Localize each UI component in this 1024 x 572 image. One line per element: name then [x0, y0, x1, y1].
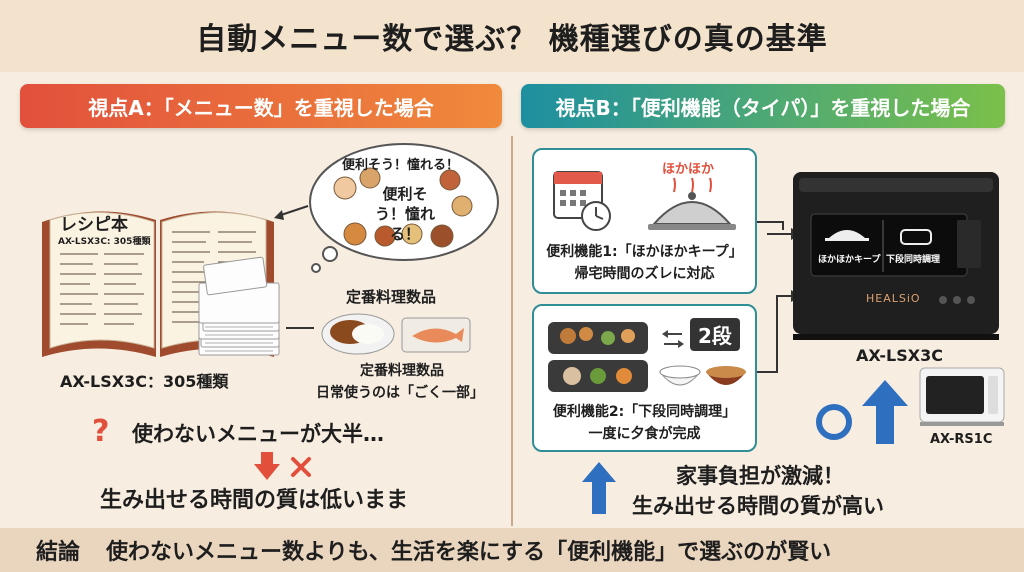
- question-icon: ?: [92, 414, 110, 449]
- oven-model: AX-LSX3C: [856, 346, 943, 365]
- down-arrow-icon: [254, 452, 280, 480]
- model-caption-left: AX-LSX3C：305種類: [60, 372, 229, 391]
- up-arrow-icon-small: [582, 462, 616, 514]
- feature-card-2: 2段 便利機能2:「下段同時調理」 一度に夕食が完成: [532, 304, 757, 452]
- feature1-caption-line1: 便利機能1:「ほかほかキープ」: [546, 244, 743, 260]
- feature1-badge: ほかほか: [662, 162, 715, 177]
- result-line1: 家事負担が激減！: [676, 464, 844, 488]
- viewpoint-a-header: 視点A：「メニュー数」を重視した場合: [20, 84, 502, 128]
- conclusion-label: 結論: [36, 540, 81, 565]
- conclusion-a: 生み出せる時間の質は低いまま: [100, 488, 409, 513]
- calendar-clock-icon: [553, 171, 611, 231]
- oven-illustration: [793, 172, 999, 340]
- feature2-caption-line1: 便利機能2:「下段同時調理」: [552, 404, 737, 420]
- oven-screen-right: 下段同時調理: [886, 255, 941, 265]
- feature2-badge: 2段: [690, 318, 740, 351]
- panel-divider: [511, 136, 513, 526]
- curry-plate-illustration: [321, 313, 395, 355]
- dash-line: [286, 327, 314, 329]
- feature2-caption-line2: 一度に夕食が完成: [588, 426, 701, 442]
- bubble-pointer-arrow: [274, 205, 309, 220]
- paper-stack-illustration: [198, 256, 280, 356]
- thought-text-outer: 便利そう！憧れる！: [342, 158, 460, 173]
- thought-bubble: [309, 143, 499, 273]
- question-text: 使わないメニューが大半…: [132, 422, 384, 446]
- result-line2: 生み出せる時間の質が高い: [632, 494, 884, 518]
- circle-icon: [816, 404, 852, 440]
- up-arrow-icon-large: [862, 380, 908, 444]
- title-bar: 自動メニュー数で選ぶ？ 機種選びの真の基準: [0, 0, 1024, 72]
- conclusion-bar: 結論 使わないメニュー数よりも、生活を楽にする「便利機能」で選ぶのが賢い: [0, 528, 1024, 572]
- standard-label-top: 定番料理数品: [346, 288, 437, 306]
- oven-screen-left: ほかほかキープ: [818, 255, 881, 265]
- cloche-icon: [648, 177, 736, 230]
- thought-text-inner: 便利そう！憧れる！: [374, 185, 435, 243]
- feature-card-1: ほかほか 便利機能1:「ほかほかキープ」 帰宅時間のズレに対応: [532, 148, 757, 294]
- book-subtitle: AX-LSX3C: 305種類: [58, 237, 151, 247]
- standard-note: 日常使うのは「ごく一部」: [316, 385, 484, 401]
- small-oven-illustration: [919, 367, 1005, 426]
- viewpoint-b-header: 視点B：「便利機能（タイパ）」を重視した場合: [521, 84, 1005, 128]
- feature1-caption-line2: 帰宅時間のズレに対応: [574, 266, 715, 282]
- page-title: 自動メニュー数で選ぶ？ 機種選びの真の基準: [196, 22, 828, 57]
- cross-icon: [291, 457, 311, 477]
- book-title: レシピ本: [60, 215, 128, 235]
- conclusion-text: 使わないメニュー数よりも、生活を楽にする「便利機能」で選ぶのが賢い: [106, 540, 832, 565]
- oven-brand: HEALSiO: [866, 292, 921, 305]
- swap-arrows-icon: [662, 330, 684, 348]
- small-oven-model: AX-RS1C: [930, 432, 993, 447]
- fish-plate-illustration: [401, 317, 471, 353]
- standard-label: 定番料理数品: [360, 363, 444, 379]
- rice-soup-icon: [658, 365, 746, 386]
- thought-text-inner-line: 便利そう！憧れる！: [372, 184, 438, 244]
- two-tier-trays-icon: [548, 322, 648, 392]
